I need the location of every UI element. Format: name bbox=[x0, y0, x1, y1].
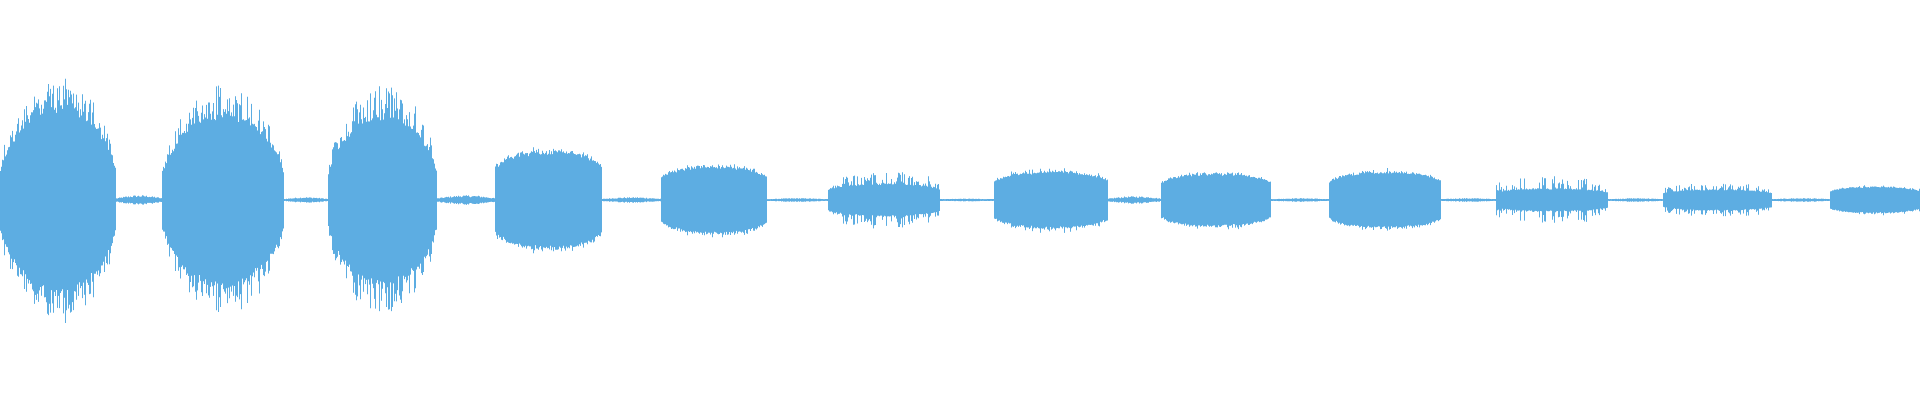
waveform-body bbox=[0, 78, 1920, 323]
